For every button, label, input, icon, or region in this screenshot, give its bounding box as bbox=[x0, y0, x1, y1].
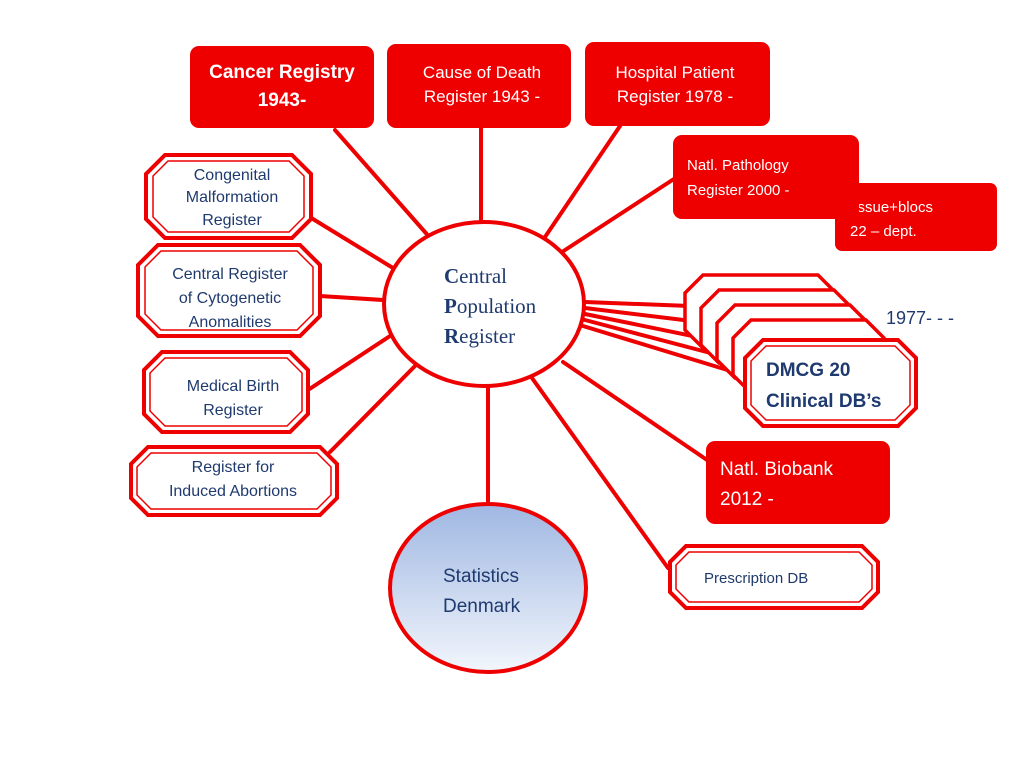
congenital-line2: Malformation bbox=[186, 189, 278, 206]
statistics-line1: Statistics bbox=[443, 566, 519, 587]
congenital-line3: Register bbox=[202, 212, 262, 229]
congenital-malformation-box[interactable]: Congenital Malformation Register bbox=[144, 153, 313, 240]
induced-abortions-box[interactable]: Register for Induced Abortions bbox=[129, 445, 339, 517]
biobank-line2: 2012 - bbox=[720, 489, 774, 510]
connector-medical-birth bbox=[306, 334, 392, 392]
center-line3: Register bbox=[444, 324, 515, 348]
hospital-patient-line1: Hospital Patient bbox=[615, 63, 734, 82]
prescription-box[interactable]: Prescription DB bbox=[668, 544, 880, 610]
cause-of-death-line2: Register 1943 - bbox=[424, 87, 540, 106]
cancer-registry-box[interactable]: Cancer Registry 1943- bbox=[190, 46, 374, 128]
connector-hospital-patient bbox=[543, 124, 622, 239]
center-rest-3: egister bbox=[459, 324, 515, 348]
hospital-patient-box[interactable]: Hospital Patient Register 1978 - bbox=[585, 42, 770, 126]
cytogenetic-line2: of Cytogenetic bbox=[179, 290, 281, 307]
cancer-registry-line2: 1943- bbox=[258, 90, 307, 111]
dmcg-line2: Clinical DB’s bbox=[766, 391, 881, 412]
connector-induced-abortions bbox=[328, 364, 417, 454]
center-line2: Population bbox=[444, 294, 537, 318]
pathology-note-line1: tissue+blocs bbox=[850, 199, 933, 216]
center-rest-1: entral bbox=[459, 264, 507, 288]
cause-of-death-box[interactable]: Cause of Death Register 1943 - bbox=[387, 44, 571, 128]
connector-dmcg-2 bbox=[583, 306, 702, 324]
dmcg-line1: DMCG 20 bbox=[766, 360, 850, 381]
connector-prescription bbox=[530, 376, 670, 570]
cause-of-death-line1: Cause of Death bbox=[423, 63, 541, 82]
induced-abortions-line1: Register for bbox=[192, 459, 275, 476]
pathology-note-box[interactable]: tissue+blocs 22 – dept. bbox=[835, 183, 997, 251]
connector-dmcg-5 bbox=[581, 324, 736, 374]
pathology-line2: Register 2000 - bbox=[687, 182, 790, 199]
center-rest-2: opulation bbox=[457, 294, 537, 318]
hospital-patient-line2: Register 1978 - bbox=[617, 87, 733, 106]
induced-abortions-line2: Induced Abortions bbox=[169, 483, 297, 500]
pathology-box[interactable]: Natl. Pathology Register 2000 - bbox=[673, 135, 859, 219]
medical-birth-line1: Medical Birth bbox=[187, 378, 279, 395]
congenital-line1: Congenital bbox=[194, 167, 271, 184]
connector-dmcg-1 bbox=[583, 300, 692, 308]
connector-pathology bbox=[560, 173, 682, 254]
prescription-line1: Prescription DB bbox=[704, 570, 808, 587]
dmcg-stack[interactable]: DMCG 20 Clinical DB’s bbox=[683, 273, 918, 428]
statistics-line2: Denmark bbox=[443, 596, 521, 617]
medical-birth-line2: Register bbox=[203, 402, 263, 419]
center-initial-r: R bbox=[444, 324, 460, 348]
pathology-line1: Natl. Pathology bbox=[687, 157, 789, 174]
connector-congenital bbox=[306, 214, 395, 270]
cytogenetic-line1: Central Register bbox=[172, 266, 288, 283]
connector-cancer bbox=[333, 128, 434, 242]
central-population-register-node[interactable]: Central Population Register bbox=[382, 220, 586, 388]
center-initial-c: C bbox=[444, 264, 459, 288]
center-line1: Central bbox=[444, 264, 507, 288]
center-initial-p: P bbox=[444, 294, 457, 318]
statistics-denmark-node[interactable]: Statistics Denmark bbox=[388, 502, 588, 674]
dmcg-since-label: 1977- - - bbox=[886, 308, 954, 328]
cytogenetic-box[interactable]: Central Register of Cytogenetic Anomalit… bbox=[136, 243, 322, 338]
connector-cytogenetic bbox=[318, 294, 385, 302]
connector-biobank bbox=[561, 360, 712, 464]
medical-birth-box[interactable]: Medical Birth Register bbox=[142, 350, 310, 434]
biobank-box[interactable]: Natl. Biobank 2012 - bbox=[706, 441, 890, 524]
biobank-line1: Natl. Biobank bbox=[720, 459, 834, 480]
cancer-registry-line1: Cancer Registry bbox=[209, 62, 355, 83]
connector-dmcg-4 bbox=[583, 318, 724, 358]
pathology-note-line2: 22 – dept. bbox=[850, 223, 917, 240]
cytogenetic-line3: Anomalities bbox=[189, 314, 272, 331]
